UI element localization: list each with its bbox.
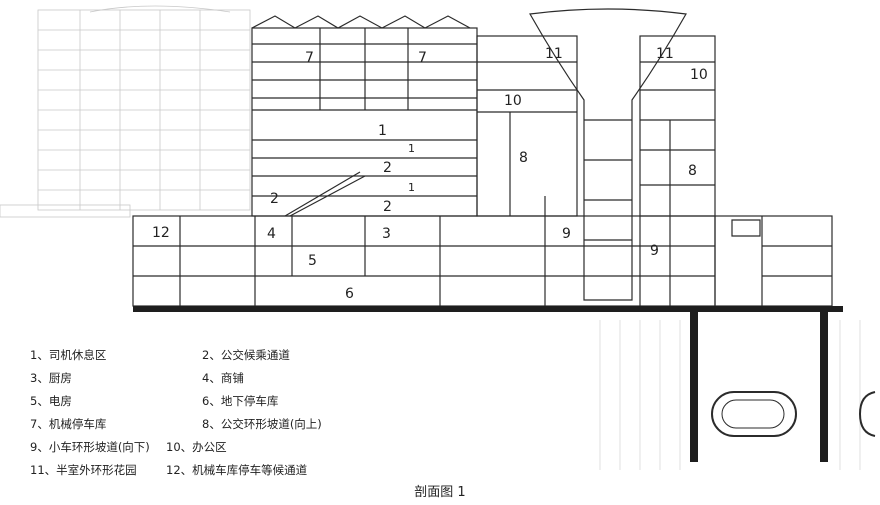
label-1c: 1 bbox=[408, 181, 415, 194]
legend-item-7: 7、机械停车库 bbox=[30, 417, 107, 431]
label-5: 5 bbox=[308, 253, 317, 269]
label-11a: 11 bbox=[545, 46, 563, 62]
background-cars bbox=[599, 320, 861, 470]
legend-item-12: 12、机械车库停车等候通道 bbox=[166, 463, 308, 477]
figure-caption: 剖面图 1 bbox=[414, 485, 466, 500]
label-10b: 10 bbox=[690, 67, 708, 83]
label-10a: 10 bbox=[504, 93, 522, 109]
building-section bbox=[132, 8, 833, 307]
label-9a: 9 bbox=[562, 226, 571, 242]
label-7a: 7 bbox=[305, 50, 314, 66]
label-9b: 9 bbox=[650, 243, 659, 259]
legend-item-3: 3、厨房 bbox=[30, 371, 72, 385]
legend-item-5: 5、电房 bbox=[30, 394, 72, 408]
label-8a: 8 bbox=[519, 150, 528, 166]
legend-item-1: 1、司机休息区 bbox=[30, 348, 107, 362]
label-8b: 8 bbox=[688, 163, 697, 179]
label-3: 3 bbox=[382, 226, 391, 242]
label-11b: 11 bbox=[656, 46, 674, 62]
label-4: 4 bbox=[267, 226, 276, 242]
car-silhouettes bbox=[711, 391, 876, 437]
legend-item-8: 8、公交环形坡道(向上) bbox=[202, 417, 322, 431]
legend-item-2: 2、公交候乘通道 bbox=[202, 348, 290, 362]
background-building bbox=[0, 5, 251, 218]
label-12: 12 bbox=[152, 225, 170, 241]
legend-item-11: 11、半室外环形花园 bbox=[30, 463, 137, 477]
label-1a: 1 bbox=[378, 123, 387, 139]
legend-item-4: 4、商铺 bbox=[202, 371, 244, 385]
label-7b: 7 bbox=[418, 50, 427, 66]
label-2c: 2 bbox=[383, 199, 392, 215]
label-6: 6 bbox=[345, 286, 354, 302]
section-labels: 7 7 11 11 10 10 1 1 1 8 8 2 2 2 12 4 3 9… bbox=[152, 46, 708, 302]
label-2b: 2 bbox=[270, 191, 279, 207]
legend-item-9: 9、小车环形坡道(向下) bbox=[30, 440, 150, 454]
ground-slab bbox=[133, 306, 843, 462]
label-1b: 1 bbox=[408, 142, 415, 155]
legend-item-6: 6、地下停车库 bbox=[202, 394, 279, 408]
legend-item-10: 10、办公区 bbox=[166, 440, 227, 454]
label-2a: 2 bbox=[383, 160, 392, 176]
